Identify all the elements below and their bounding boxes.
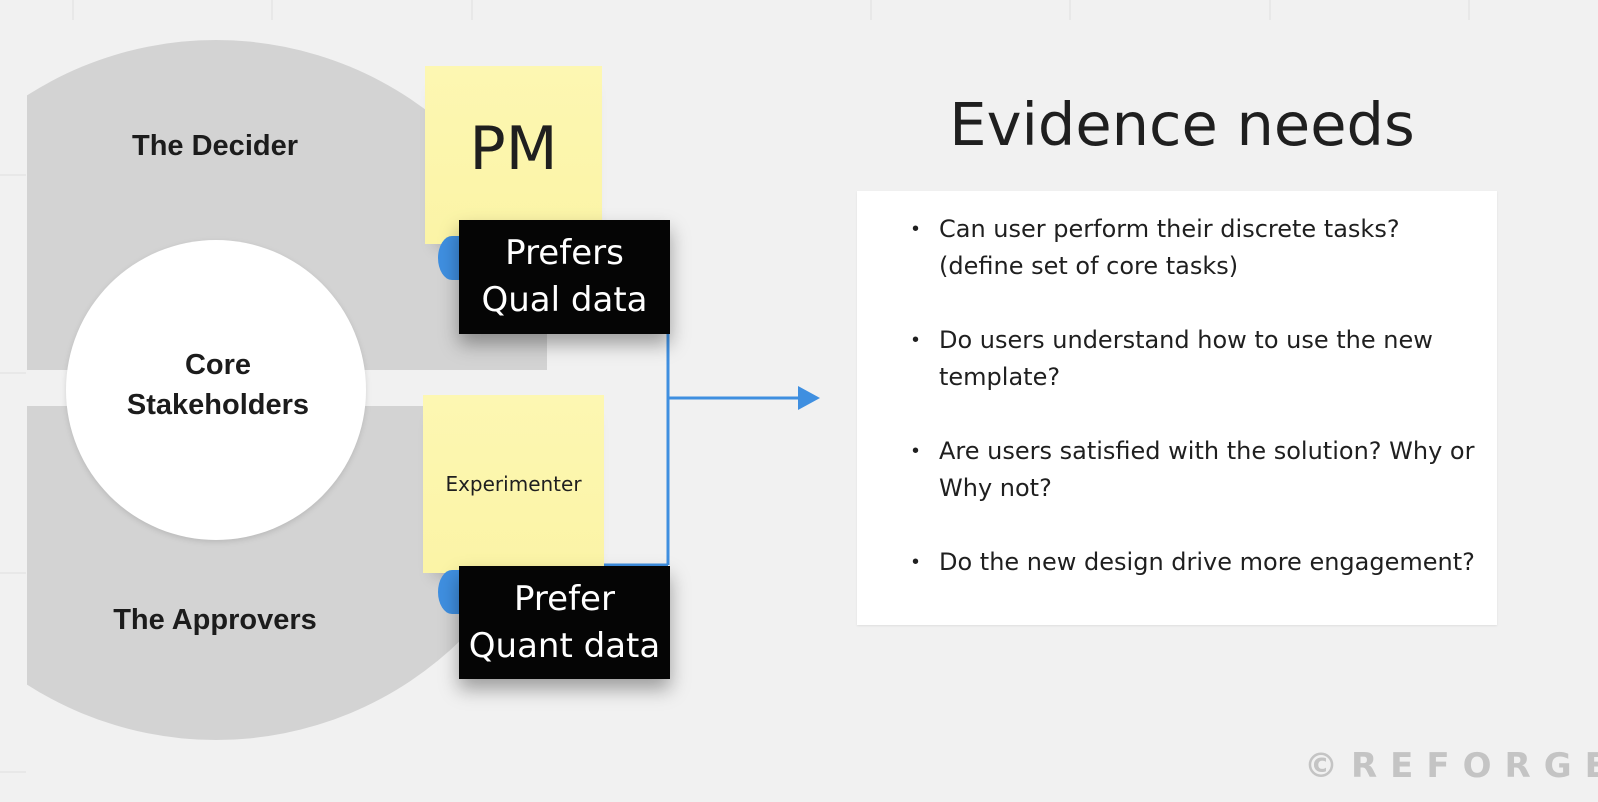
pm-sticky-note[interactable]: PM (425, 66, 602, 244)
evidence-item-text: Do users understand how to use the new t… (939, 326, 1433, 391)
evidence-item-text: Can user perform their discrete tasks? (… (939, 215, 1400, 280)
bullet-icon: • (912, 329, 920, 351)
qual-card-line2: Qual data (481, 280, 648, 320)
evidence-list: • Can user perform their discrete tasks?… (857, 191, 1497, 581)
bullet-icon: • (912, 440, 920, 462)
bullet-icon: • (912, 218, 920, 240)
evidence-item: • Are users satisfied with the solution?… (857, 433, 1497, 507)
evidence-needs-panel: • Can user perform their discrete tasks?… (857, 191, 1497, 625)
core-label-line1: Core (184, 349, 252, 381)
arrow-head-icon (798, 386, 820, 410)
prefer-quant-data-card[interactable]: Prefer Quant data (459, 566, 670, 679)
quant-card-line2: Quant data (468, 625, 661, 666)
pm-sticky-text: PM (469, 114, 558, 184)
core-label-line2: Stakeholders (126, 389, 310, 421)
evidence-item-text: Do the new design drive more engagement? (939, 548, 1475, 576)
reforge-watermark: ©REFORGE (1304, 746, 1598, 786)
core-stakeholders-label: Core Stakeholders (68, 345, 368, 425)
stakeholder-diagram (27, 40, 820, 740)
core-circle (66, 240, 366, 540)
evidence-item-text: Are users satisfied with the solution? W… (939, 437, 1475, 502)
evidence-item: • Do users understand how to use the new… (857, 322, 1497, 396)
qual-card-line1: Prefers (505, 233, 624, 273)
experimenter-sticky-text: Experimenter (445, 472, 582, 496)
evidence-needs-title: Evidence needs (949, 90, 1415, 159)
connector-bracket (600, 300, 800, 567)
approvers-label: The Approvers (113, 604, 317, 636)
decider-label: The Decider (132, 130, 298, 162)
experimenter-sticky-note[interactable]: Experimenter (423, 395, 604, 573)
evidence-item: • Do the new design drive more engagemen… (857, 544, 1497, 581)
prefers-qual-data-card[interactable]: Prefers Qual data (459, 220, 670, 334)
bullet-icon: • (912, 551, 920, 573)
quant-card-line1: Prefer (514, 578, 615, 619)
evidence-item: • Can user perform their discrete tasks?… (857, 211, 1497, 285)
